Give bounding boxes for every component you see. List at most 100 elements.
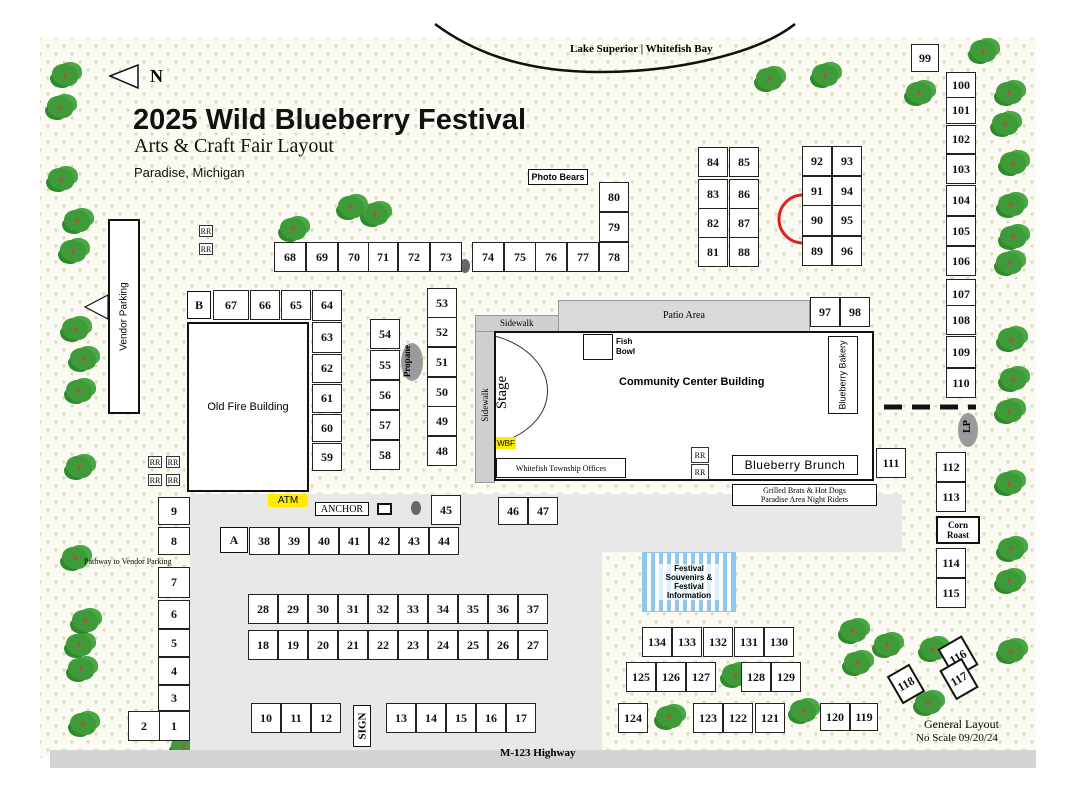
pathway-label: Pathway to Vendor Parking — [84, 557, 172, 566]
booth-133: 133 — [672, 627, 702, 657]
community-center-label: Community Center Building — [619, 376, 765, 388]
booth-16: 16 — [476, 703, 506, 733]
booth-132: 132 — [703, 627, 733, 657]
booth-93: 93 — [832, 146, 862, 176]
booth-109: 109 — [946, 336, 976, 368]
old-fire-building-label: Old Fire Building — [207, 401, 289, 413]
booth-64: 64 — [312, 290, 342, 321]
tree-icon — [970, 40, 996, 62]
restroom-marker: RR — [166, 474, 180, 486]
booth-76: 76 — [535, 242, 567, 272]
tree-icon — [60, 240, 86, 262]
tree-icon — [70, 713, 96, 735]
restroom-marker: RR — [199, 225, 213, 237]
booth-B: B — [187, 291, 211, 319]
booth-113: 113 — [936, 482, 966, 512]
booth-41: 41 — [339, 527, 369, 555]
tree-icon — [62, 547, 88, 569]
propane-tank — [401, 343, 423, 381]
booth-45: 45 — [431, 495, 461, 525]
township-offices: Whitefish Township Offices — [496, 458, 626, 478]
booth-8: 8 — [158, 527, 190, 555]
tree-icon — [64, 210, 90, 232]
tree-icon — [996, 570, 1022, 592]
booth-128: 128 — [741, 662, 771, 692]
tree-icon — [915, 692, 941, 714]
booth-112: 112 — [936, 452, 966, 482]
tree-icon — [1000, 226, 1026, 248]
booth-81: 81 — [698, 237, 728, 267]
booth-88: 88 — [729, 237, 759, 267]
booth-119: 119 — [850, 703, 878, 731]
booth-10: 10 — [251, 703, 281, 733]
booth-2: 2 — [128, 711, 160, 741]
booth-114: 114 — [936, 548, 966, 578]
booth-57: 57 — [370, 410, 400, 440]
booth-98: 98 — [840, 297, 870, 327]
atm: ATM — [268, 494, 308, 507]
booth-47: 47 — [528, 497, 558, 525]
patio-label: Patio Area — [663, 310, 705, 321]
booth-54: 54 — [370, 319, 400, 349]
post-marker — [460, 259, 470, 273]
tree-icon — [66, 380, 92, 402]
booth-13: 13 — [386, 703, 416, 733]
old-fire-building: Old Fire Building — [187, 322, 309, 492]
sign: SIGN — [353, 705, 371, 747]
booth-51: 51 — [427, 347, 457, 377]
stage — [495, 336, 548, 445]
booth-60: 60 — [312, 414, 342, 442]
booth-56: 56 — [370, 380, 400, 410]
booth-77: 77 — [567, 242, 599, 272]
booth-91: 91 — [802, 176, 832, 206]
vendor-parking: Vendor Parking — [108, 219, 140, 414]
booth-30: 30 — [308, 594, 338, 624]
tree-icon — [70, 348, 96, 370]
tree-icon — [906, 82, 932, 104]
booth-134: 134 — [642, 627, 672, 657]
booth-66: 66 — [250, 290, 280, 320]
sidewalk-top-label: Sidewalk — [500, 318, 534, 328]
restroom-marker: RR — [166, 456, 180, 468]
booth-105: 105 — [946, 216, 976, 246]
restroom-marker: RR — [148, 474, 162, 486]
booth-70: 70 — [338, 242, 370, 272]
booth-53: 53 — [427, 288, 457, 318]
tree-icon — [874, 634, 900, 656]
booth-36: 36 — [488, 594, 518, 624]
booth-79: 79 — [599, 212, 629, 242]
booth-32: 32 — [368, 594, 398, 624]
scale-note: No Scale 09/20/24 — [916, 732, 998, 744]
booth-89: 89 — [802, 236, 832, 266]
booth-4: 4 — [158, 657, 190, 685]
booth-85: 85 — [729, 147, 759, 177]
booth-31: 31 — [338, 594, 368, 624]
booth-129: 129 — [771, 662, 801, 692]
booth-19: 19 — [278, 630, 308, 660]
tree-icon — [338, 196, 364, 218]
tree-icon — [756, 68, 782, 90]
booth-67: 67 — [213, 290, 249, 320]
booth-100: 100 — [946, 72, 976, 99]
tree-icon — [998, 328, 1024, 350]
tree-icon — [62, 318, 88, 340]
tree-icon — [1000, 368, 1026, 390]
booth-9: 9 — [158, 497, 190, 525]
north-label: N — [150, 66, 163, 86]
booth-115: 115 — [936, 578, 966, 608]
booth-106: 106 — [946, 246, 976, 276]
booth-20: 20 — [308, 630, 338, 660]
booth-A: A — [220, 527, 248, 553]
booth-7: 7 — [158, 567, 190, 598]
booth-5: 5 — [158, 629, 190, 657]
tree-icon — [47, 96, 73, 118]
township-offices-label: Whitefish Township Offices — [515, 463, 607, 473]
booth-52: 52 — [427, 317, 457, 347]
booth-108: 108 — [946, 305, 976, 335]
tree-icon — [1000, 152, 1026, 174]
booth-94: 94 — [832, 176, 862, 206]
highway — [50, 750, 1036, 768]
stage-label: Stage — [494, 375, 511, 410]
booth-104: 104 — [946, 185, 976, 216]
